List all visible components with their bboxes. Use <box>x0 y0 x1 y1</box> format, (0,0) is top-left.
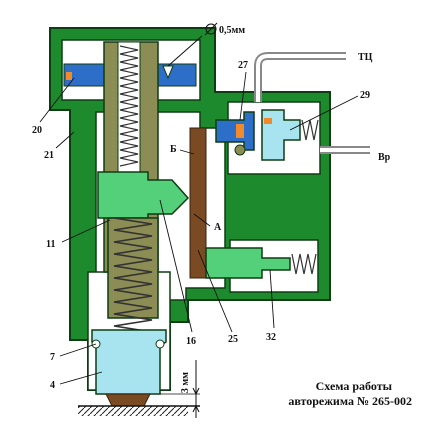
seal-left <box>66 72 72 80</box>
ground-hatch <box>78 406 188 416</box>
chamber-b-label: Б <box>170 144 177 155</box>
plunger-4 <box>91 329 167 395</box>
leader-25 <box>197 249 233 333</box>
leader-21 <box>55 131 75 149</box>
caption-line-2: авторежима № 265-002 <box>288 394 412 408</box>
leader-7 <box>59 343 97 357</box>
valve-27-seal <box>236 124 244 138</box>
diameter-symbol-slash <box>204 22 218 36</box>
leader-27 <box>239 71 247 121</box>
part-29-label: 29 <box>360 90 370 101</box>
orifice-label: 0,5мм <box>219 25 245 36</box>
part-20-label: 20 <box>32 125 42 136</box>
leader-29 <box>289 95 359 131</box>
leader-32 <box>269 269 275 329</box>
leader-b <box>179 149 195 155</box>
gap-arrow-down <box>192 387 200 396</box>
upper-spring <box>119 45 139 167</box>
valve-32-spring <box>291 253 317 275</box>
caption-line-1: Схема работы <box>316 379 393 393</box>
part-7-label: 7 <box>50 352 55 363</box>
part-25-label: 25 <box>228 334 238 345</box>
orifice-leader <box>167 35 203 67</box>
lever-25 <box>189 127 207 279</box>
stop-block <box>105 393 151 407</box>
part-21-label: 21 <box>44 150 54 161</box>
part-16-label: 16 <box>186 336 196 347</box>
leader-4 <box>59 371 103 385</box>
valve-29-seal <box>264 118 272 124</box>
part-11-label: 11 <box>46 239 55 250</box>
pipe-tc-inner <box>256 54 346 102</box>
chamber-a-label: А <box>214 222 222 233</box>
part-4-label: 4 <box>50 380 55 391</box>
valve-27 <box>215 111 255 151</box>
leader-a <box>193 213 211 227</box>
ball-7-right <box>155 339 165 349</box>
part-27-label: 27 <box>238 60 248 71</box>
main-spring <box>113 217 153 345</box>
valve-27-nut <box>234 144 246 156</box>
leader-20 <box>39 77 75 123</box>
gap-label: 3 мм <box>180 372 191 393</box>
vr-label: Вр <box>378 152 391 163</box>
leader-11 <box>61 219 111 243</box>
part-32-label: 32 <box>266 332 276 343</box>
valve-32 <box>205 247 291 279</box>
leader-16 <box>159 199 193 333</box>
diameter-symbol <box>205 23 217 35</box>
tc-label: ТЦ <box>358 52 373 63</box>
gap-arrow-up <box>192 404 200 413</box>
